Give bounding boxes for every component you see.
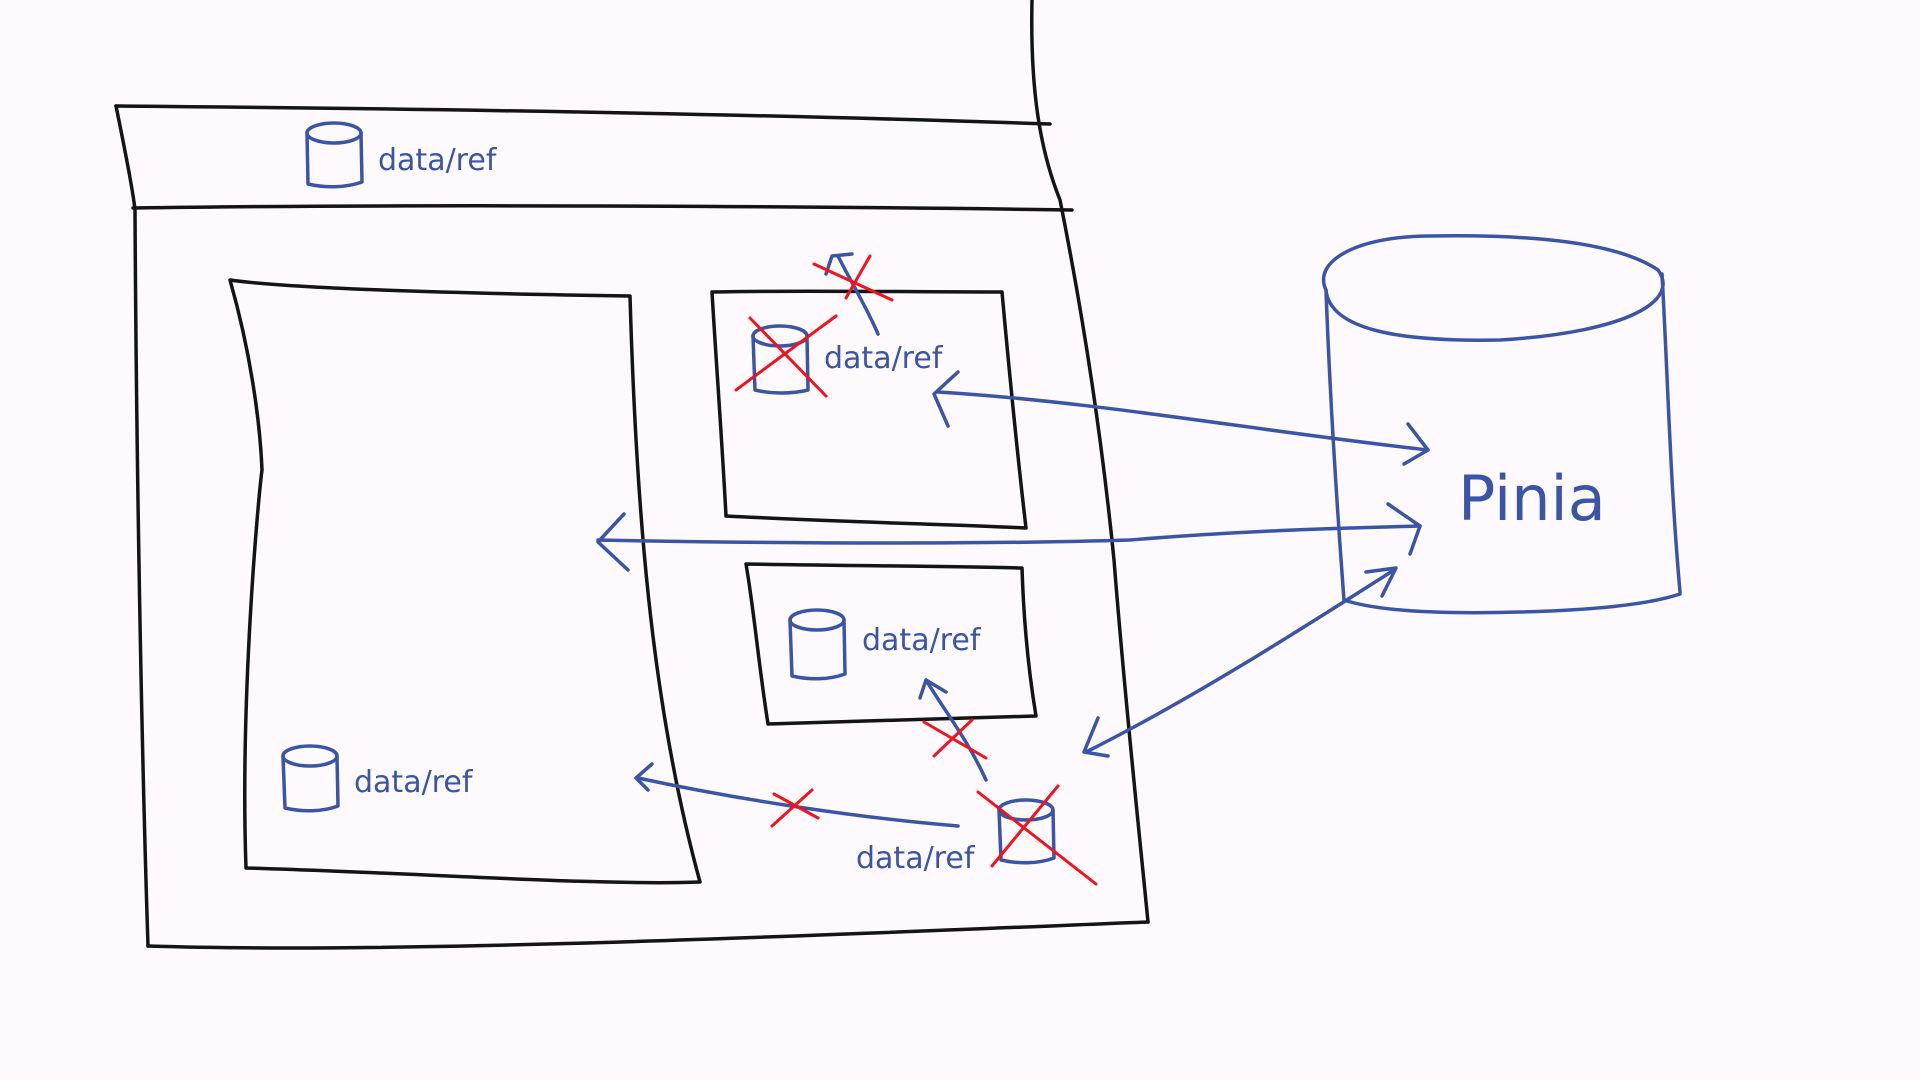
top-right-state-label: data/ref xyxy=(824,341,944,376)
window-top-edge xyxy=(114,104,1052,126)
pinia-store: Pinia xyxy=(1322,234,1682,615)
window-bottom-edge xyxy=(146,920,1150,950)
red-cross-icon xyxy=(812,254,894,302)
store-bottom-edge xyxy=(1342,592,1682,615)
left-panel-state: data/ref xyxy=(281,744,474,813)
header-state-label: data/ref xyxy=(378,143,498,178)
red-cross-icon xyxy=(770,788,820,828)
middle-right-state-label: data/ref xyxy=(862,623,982,658)
red-cross-icon xyxy=(922,718,988,760)
middle-right-panel xyxy=(744,562,1038,726)
red-cross-icon xyxy=(734,314,838,398)
arrow-head-right xyxy=(1386,502,1422,556)
middle-right-state: data/ref xyxy=(788,608,982,681)
header-divider xyxy=(131,204,1074,212)
arrow-head-left xyxy=(1082,716,1110,758)
store-right-side xyxy=(1660,272,1682,594)
bottom-state: data/ref xyxy=(856,784,1098,886)
arrow-line xyxy=(924,678,988,782)
arrow-head xyxy=(634,762,654,792)
arrow-top-right-to-pinia xyxy=(932,370,1430,466)
rejected-arrow-up xyxy=(812,252,894,336)
arrow-head-left xyxy=(596,512,630,572)
arrow-line xyxy=(1084,568,1396,754)
left-panel xyxy=(228,278,702,885)
window-left-edge xyxy=(114,104,150,948)
header-state: data/ref xyxy=(305,121,498,189)
arrow-head xyxy=(918,678,948,700)
arrow-bottom-to-pinia xyxy=(1082,566,1398,758)
app-window xyxy=(114,0,1150,950)
database-icon xyxy=(305,121,364,189)
top-right-panel xyxy=(710,289,1028,530)
window-right-edge xyxy=(1030,0,1150,924)
rejected-arrow-to-middle-panel xyxy=(918,678,988,782)
database-icon xyxy=(788,608,847,681)
store-label: Pinia xyxy=(1458,462,1606,535)
rejected-arrow-to-left-panel xyxy=(634,762,960,828)
database-icon xyxy=(751,324,810,395)
store-top-ellipse xyxy=(1322,234,1665,342)
arrow-line xyxy=(936,390,1430,452)
arrow-line xyxy=(836,254,880,336)
arrow-head-right xyxy=(1364,566,1398,598)
bottom-state-label: data/ref xyxy=(856,841,976,876)
arrow-head-left xyxy=(932,370,960,428)
arrow-head-right xyxy=(1402,422,1430,466)
left-panel-state-label: data/ref xyxy=(354,765,474,800)
database-icon xyxy=(281,744,340,813)
top-right-state: data/ref xyxy=(734,314,944,398)
arrow-left-panel-to-pinia xyxy=(596,502,1422,572)
store-left-side xyxy=(1324,288,1346,602)
arrow-head xyxy=(824,252,854,276)
red-cross-icon xyxy=(976,784,1098,886)
arrow-line xyxy=(596,524,1422,545)
